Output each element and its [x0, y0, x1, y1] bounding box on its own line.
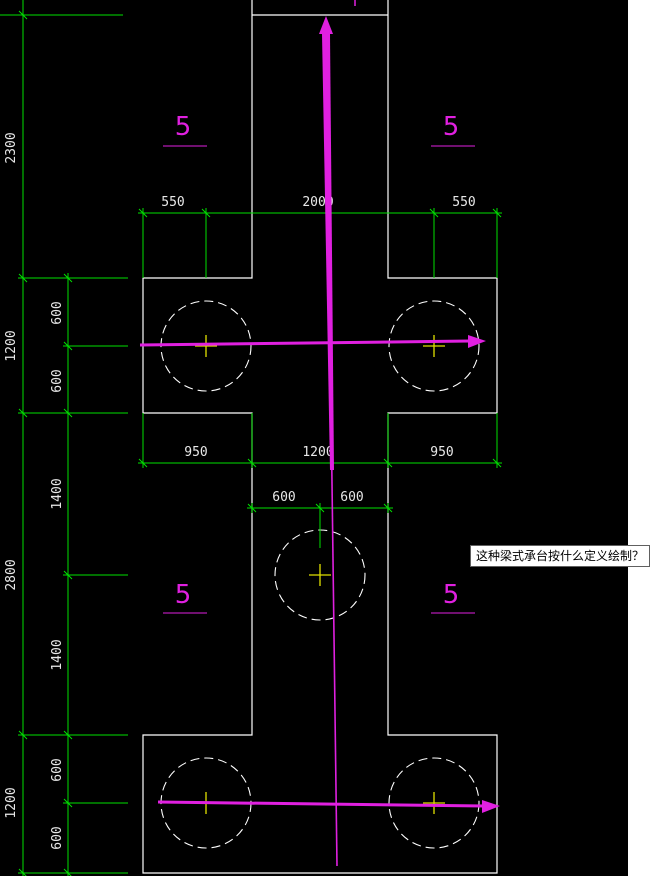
section-mark: 5	[443, 112, 460, 142]
dim-left-outer-3: 2800	[4, 559, 19, 590]
horizontal-arrow-head-lower	[482, 800, 500, 813]
pile-center-mark	[423, 335, 445, 357]
horizontal-axis-arrow-upper	[139, 339, 471, 347]
cad-drawing-canvas[interactable]: 550 2000 550 950 1200 950 600 600 2300 1…	[0, 0, 628, 876]
dim-left-outer-2: 1200	[4, 330, 19, 361]
dim-left-outer-1: 2300	[4, 132, 19, 163]
horizontal-axis-arrow-lower	[157, 800, 485, 808]
section-mark: 5	[443, 580, 460, 610]
dim-mid-left: 950	[184, 445, 207, 460]
dim-left-inner-2: 600	[50, 369, 65, 392]
dim-low-right: 600	[340, 490, 363, 505]
dim-mid-center: 1200	[302, 445, 333, 460]
horizontal-arrow-head-upper	[468, 335, 486, 348]
dim-low-left: 600	[272, 490, 295, 505]
section-mark: 5	[175, 580, 192, 610]
section-mark: 5	[175, 112, 192, 142]
pile-center-mark	[423, 792, 445, 814]
dim-top-left: 550	[161, 195, 184, 210]
dim-left-inner-3: 1400	[50, 478, 65, 509]
dim-mid-right: 950	[430, 445, 453, 460]
question-tooltip: 这种梁式承台按什么定义绘制？	[470, 545, 651, 567]
dim-left-inner-5: 600	[50, 758, 65, 781]
vertical-arrow-head	[319, 16, 333, 34]
dim-left-inner-6: 600	[50, 826, 65, 849]
pile-center-mark	[309, 564, 331, 586]
vertical-axis-shaft	[322, 34, 334, 470]
pile-circle	[388, 757, 480, 849]
dim-left-inner-1: 600	[50, 301, 65, 324]
pile-circle	[388, 300, 480, 392]
dim-top-right: 550	[452, 195, 475, 210]
pile-center-mark	[195, 335, 217, 357]
pile-cap-drawing: 550 2000 550 950 1200 950 600 600 2300 1…	[0, 0, 502, 876]
dim-left-inner-4: 1400	[50, 639, 65, 670]
dim-left-outer-4: 1200	[4, 787, 19, 818]
